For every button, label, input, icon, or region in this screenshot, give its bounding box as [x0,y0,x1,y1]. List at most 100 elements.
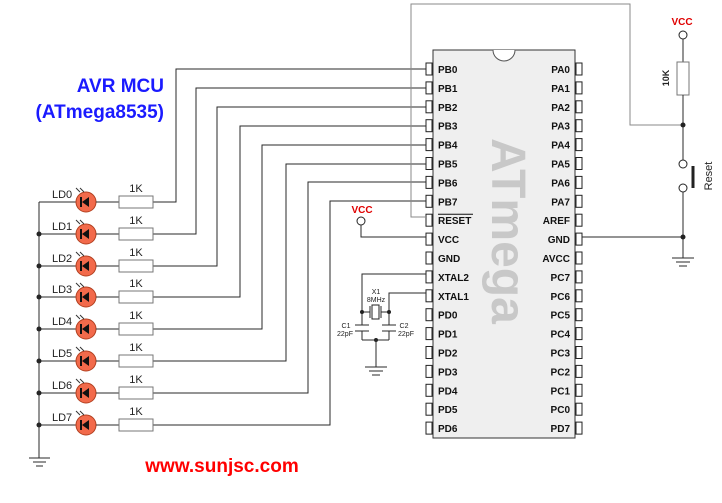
pin-pb0-left: PB0 [425,62,458,76]
vcc-node: VCC [351,205,426,238]
pin-pa0-right: PA0 [551,62,583,76]
pin-label: PA2 [551,103,570,114]
pin-label: PB1 [438,84,458,95]
led-icon [75,282,97,308]
led-label: LD2 [52,253,72,265]
pin-label: PD2 [438,349,458,360]
pin-avcc-right: AVCC [542,251,583,265]
pin-label: PC6 [551,292,571,303]
pin-label: PA5 [551,160,570,171]
pin-label: PD5 [438,405,458,416]
led-label: LD6 [52,380,72,392]
c1-value: 22pF [337,331,353,338]
resistor [118,354,154,368]
pin-label: AVCC [542,254,570,265]
pin-pa2-right: PA2 [551,100,583,114]
resistor [118,290,154,304]
pin-xtal2-left: XTAL2 [425,270,469,284]
pin-pd6-left: PD6 [425,421,458,435]
pin-pb3-left: PB3 [425,119,458,133]
pin-reset-left: RESET [425,213,473,227]
resistor [118,195,154,209]
wire-pb6 [153,181,426,394]
resistor-label: 1K [129,215,143,227]
pin-label: PD6 [438,424,458,435]
pin-label: PA1 [551,84,570,95]
led-row: LD2 1K [36,247,154,277]
wire-pb5 [153,163,426,362]
pin-pc5-right: PC5 [551,308,583,322]
pin-pc4-right: PC4 [551,327,583,341]
pin-label: PA7 [551,197,570,208]
pin-pc0-right: PC0 [551,402,583,416]
pin-label: PB7 [438,197,458,208]
pin-label: VCC [438,235,459,246]
pin-label: PA6 [551,178,570,189]
ground-symbol-leds [29,457,50,467]
pin-aref-right: AREF [543,213,583,227]
resistor [118,386,154,400]
pin-pd1-left: PD1 [425,327,458,341]
pin-label: PB5 [438,160,458,171]
wire-pb4 [153,144,426,330]
pin-pa3-right: PA3 [551,119,583,133]
pin-label: PC1 [551,386,571,397]
resistor-label: 1K [129,310,143,322]
pin-pb4-left: PB4 [425,138,458,152]
pin-pc1-right: PC1 [551,383,583,397]
led-icon [75,410,97,436]
pin-label: PD0 [438,311,458,322]
pin-label: XTAL1 [438,292,469,303]
pin-label: GND [548,235,570,246]
c2-value: 22pF [398,331,414,338]
crystal-value: 8MHz [367,297,386,304]
pin-gnd-left: GND [425,251,460,265]
reset-circuit: VCC 10K Reset [582,17,715,267]
reset-button-label: Reset [703,162,715,191]
led-icon [75,314,97,340]
pin-label: PB4 [438,141,458,152]
mcu-chip: ATmega PB0PB1PB2PB3PB4PB5PB6PB7RESETVCCG… [425,49,583,439]
ground-symbol-reset [672,257,694,267]
resistor-label: 1K [129,374,143,386]
pin-label: PB0 [438,65,458,76]
pin-pb1-left: PB1 [425,81,458,95]
pin-vcc-left: VCC [425,232,459,246]
pin-pc2-right: PC2 [551,364,583,378]
pin-pc3-right: PC3 [551,346,583,360]
pin-label: PB6 [438,178,458,189]
pin-pd4-left: PD4 [425,383,458,397]
pin-label: PC2 [551,367,571,378]
pin-pb5-left: PB5 [425,157,458,171]
resistor-label: 1K [129,247,143,259]
wire-pb0 [153,68,426,203]
vcc-terminal [356,216,366,226]
wire-pb3 [153,125,426,298]
pin-label: RESET [438,216,471,227]
pin-pa6-right: PA6 [551,175,583,189]
crystal-circuit: X1 8MHz C1 22pF C2 22pF [337,273,426,376]
pin-pb2-left: PB2 [425,100,458,114]
pin-pd2-left: PD2 [425,346,458,360]
pin-pa7-right: PA7 [551,194,583,208]
pin-pc6-right: PC6 [551,289,583,303]
led-icon [75,378,97,404]
pin-pd0-left: PD0 [425,308,458,322]
pullup-resistor-value: 10K [661,69,671,86]
pin-label: PB2 [438,103,458,114]
pin-gnd-right: GND [548,232,583,246]
pin-label: PD3 [438,367,458,378]
led-label: LD4 [52,316,72,328]
ground-symbol-crystal [365,366,387,376]
title-line2: (ATmega8535) [36,102,164,123]
pin-label: PB3 [438,122,458,133]
pin-pd5-left: PD5 [425,402,458,416]
led-label: LD7 [52,412,72,424]
title-line1: AVR MCU [77,76,164,97]
pullup-resistor [676,61,690,96]
